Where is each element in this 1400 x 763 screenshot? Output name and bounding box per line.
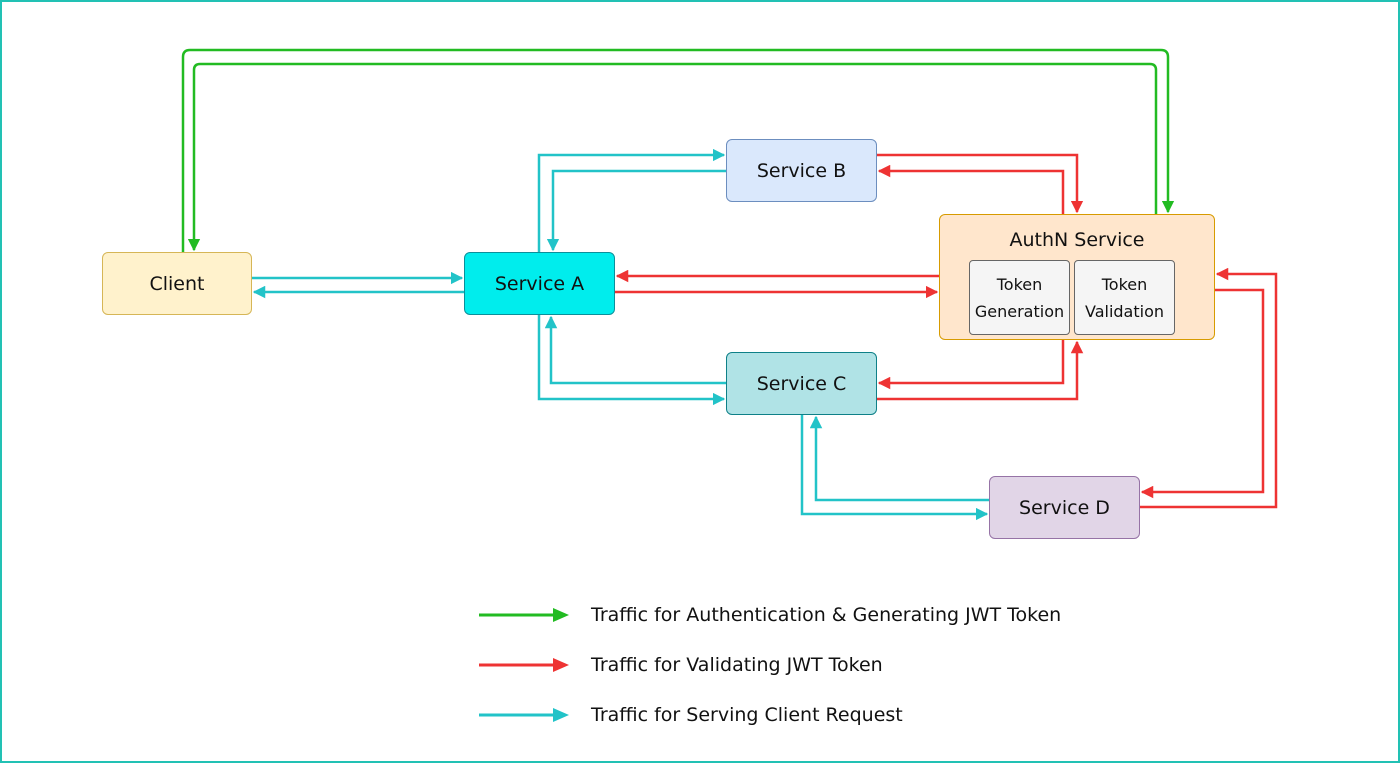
- arrow-authn-to-service-b: [877, 164, 1065, 214]
- node-service-c: Service C: [726, 352, 877, 415]
- token-validation-line-2: Validation: [1084, 301, 1164, 321]
- node-service-d-label: Service D: [1019, 496, 1110, 519]
- arrow-service-c-to-authn: [877, 340, 1084, 401]
- arrow-service-b-to-service-a: [546, 169, 726, 252]
- legend-green-arrow-icon: [479, 608, 569, 622]
- node-authn-service: AuthN Service Token Generation Token Val…: [939, 214, 1215, 340]
- arrow-service-a-to-service-c: [537, 315, 726, 406]
- node-service-a-label: Service A: [494, 272, 585, 295]
- arrow-service-d-to-authn: [1140, 267, 1278, 509]
- token-generation-line-1: Token: [996, 274, 1043, 294]
- node-service-c-label: Service C: [756, 372, 847, 395]
- arrow-authn-to-client: [187, 62, 1158, 252]
- node-client-label: Client: [149, 272, 205, 295]
- arrow-service-c-to-service-d: [800, 415, 989, 521]
- node-service-d: Service D: [989, 476, 1140, 539]
- token-generation-box: Token Generation: [969, 260, 1070, 335]
- arrow-authn-to-service-d: [1140, 288, 1265, 499]
- token-validation-box: Token Validation: [1074, 260, 1175, 335]
- legend-item-red: Traffic for Validating JWT Token: [477, 654, 883, 676]
- legend-green-label: Traffic for Authentication & Generating …: [591, 604, 1062, 626]
- legend-item-green: Traffic for Authentication & Generating …: [477, 604, 1061, 626]
- node-client: Client: [102, 252, 252, 315]
- legend-item-teal: Traffic for Serving Client Request: [477, 704, 903, 726]
- node-service-a: Service A: [464, 252, 615, 315]
- arrow-service-b-to-authn: [877, 153, 1084, 214]
- arrow-service-c-to-service-a: [544, 315, 726, 385]
- arrow-client-to-authn: [181, 48, 1175, 252]
- legend-teal-arrow-icon: [479, 708, 569, 722]
- arrow-service-d-to-service-c: [809, 415, 989, 502]
- legend-teal-label: Traffic for Serving Client Request: [591, 704, 903, 726]
- arrow-service-a-to-service-b: [537, 148, 726, 252]
- node-service-b-label: Service B: [756, 159, 847, 182]
- node-service-b: Service B: [726, 139, 877, 202]
- token-validation-line-1: Token: [1101, 274, 1148, 294]
- legend-red-label: Traffic for Validating JWT Token: [591, 654, 883, 676]
- arrow-authn-to-service-c: [877, 340, 1065, 390]
- token-generation-line-2: Generation: [974, 301, 1065, 321]
- authn-service-title: AuthN Service: [1009, 229, 1145, 251]
- legend-red-arrow-icon: [479, 658, 569, 672]
